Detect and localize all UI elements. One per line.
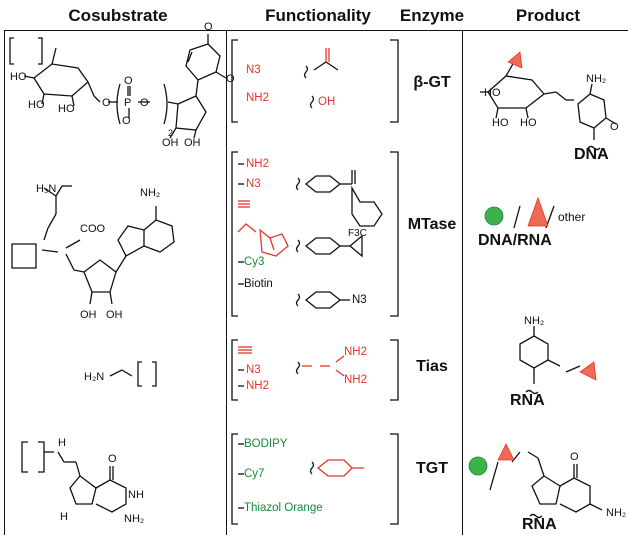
product-label-rna-tias: RNA — [510, 392, 545, 409]
bracket-right-icon — [38, 37, 43, 65]
svg-text:OH: OH — [184, 137, 201, 149]
header-product: Product — [515, 6, 581, 25]
group-hydroxyl: OH — [318, 96, 336, 108]
svg-text:O: O — [570, 451, 579, 463]
bracket-left-icon — [9, 37, 14, 65]
svg-text:O: O — [122, 115, 131, 127]
svg-text:NH₂: NH₂ — [524, 315, 544, 327]
dye-star-icon — [484, 206, 504, 226]
svg-text:HO: HO — [28, 99, 45, 111]
enzyme-mtase: MTase — [407, 216, 457, 233]
svg-text:H₃N: H₃N — [36, 183, 56, 195]
group-azide: N3 — [246, 364, 261, 376]
label-triangle-icon — [579, 361, 597, 381]
svg-text:O: O — [204, 21, 213, 33]
product-other-label: other — [558, 210, 586, 224]
svg-text:OH: OH — [106, 309, 123, 321]
svg-text:HO: HO — [520, 117, 537, 129]
svg-text:O: O — [226, 73, 235, 85]
header-cosubstrate: Cosubstrate — [68, 6, 168, 25]
group-guanidine-amine-1: NH2 — [344, 346, 368, 358]
header-functionality: Functionality — [265, 6, 371, 25]
group-amine: NH2 — [246, 158, 270, 170]
group-thiazol-orange: Thiazol Orange — [244, 502, 323, 514]
svg-text:HO: HO — [492, 117, 509, 129]
label-triangle-icon — [527, 196, 549, 227]
svg-text:NH: NH — [128, 489, 144, 501]
svg-text:NH₂: NH₂ — [606, 507, 626, 519]
group-trifluoromethyl: F3C — [348, 228, 367, 239]
dye-star-icon — [468, 456, 488, 476]
svg-text:HO: HO — [10, 71, 27, 83]
svg-text:OH: OH — [162, 137, 179, 149]
svg-text:COO: COO — [80, 223, 106, 235]
group-biotin: Biotin — [244, 278, 273, 290]
header-enzyme: Enzyme — [399, 6, 465, 25]
svg-text:HO: HO — [58, 103, 75, 115]
svg-text:HO: HO — [484, 87, 501, 99]
group-amine: NH2 — [246, 92, 270, 104]
svg-text:NH₂: NH₂ — [140, 187, 160, 199]
enzyme-tgt: TGT — [416, 460, 448, 477]
svg-text:H: H — [58, 437, 66, 449]
svg-text:O: O — [102, 97, 111, 109]
svg-text:O: O — [610, 121, 619, 133]
group-aryl-azide: N3 — [352, 294, 367, 306]
column-divider-2 — [226, 30, 227, 535]
group-bodipy: BODIPY — [244, 438, 288, 450]
svg-text:2: 2 — [168, 128, 173, 138]
svg-text:H: H — [60, 511, 68, 523]
svg-text:P: P — [124, 97, 131, 109]
group-azide: N3 — [246, 64, 261, 76]
svg-text:H₂N: H₂N — [84, 371, 104, 383]
header-divider — [4, 30, 628, 31]
group-amine: NH2 — [246, 380, 270, 392]
svg-text:NH₂: NH₂ — [124, 513, 144, 525]
label-triangle-icon — [497, 443, 515, 461]
product-label-dna-rna: DNA/RNA — [478, 232, 552, 249]
svg-text:O: O — [108, 453, 117, 465]
svg-text:OH: OH — [80, 309, 97, 321]
column-divider-1 — [4, 30, 5, 535]
svg-text:O: O — [124, 75, 133, 87]
group-azide: N3 — [246, 178, 261, 190]
svg-text:O: O — [140, 97, 149, 109]
enzyme-tias: Tias — [416, 358, 448, 375]
svg-text:NH₂: NH₂ — [586, 73, 606, 85]
group-guanidine-amine-2: NH2 — [344, 374, 368, 386]
enzyme-beta-gt: β-GT — [413, 74, 451, 91]
product-label-rna-tgt: RNA — [522, 516, 557, 533]
group-cy3: Cy3 — [244, 256, 265, 268]
column-divider-3 — [462, 30, 463, 535]
group-cy7: Cy7 — [244, 468, 265, 480]
label-triangle-icon — [507, 51, 523, 69]
product-label-dna: DNA — [574, 146, 609, 163]
